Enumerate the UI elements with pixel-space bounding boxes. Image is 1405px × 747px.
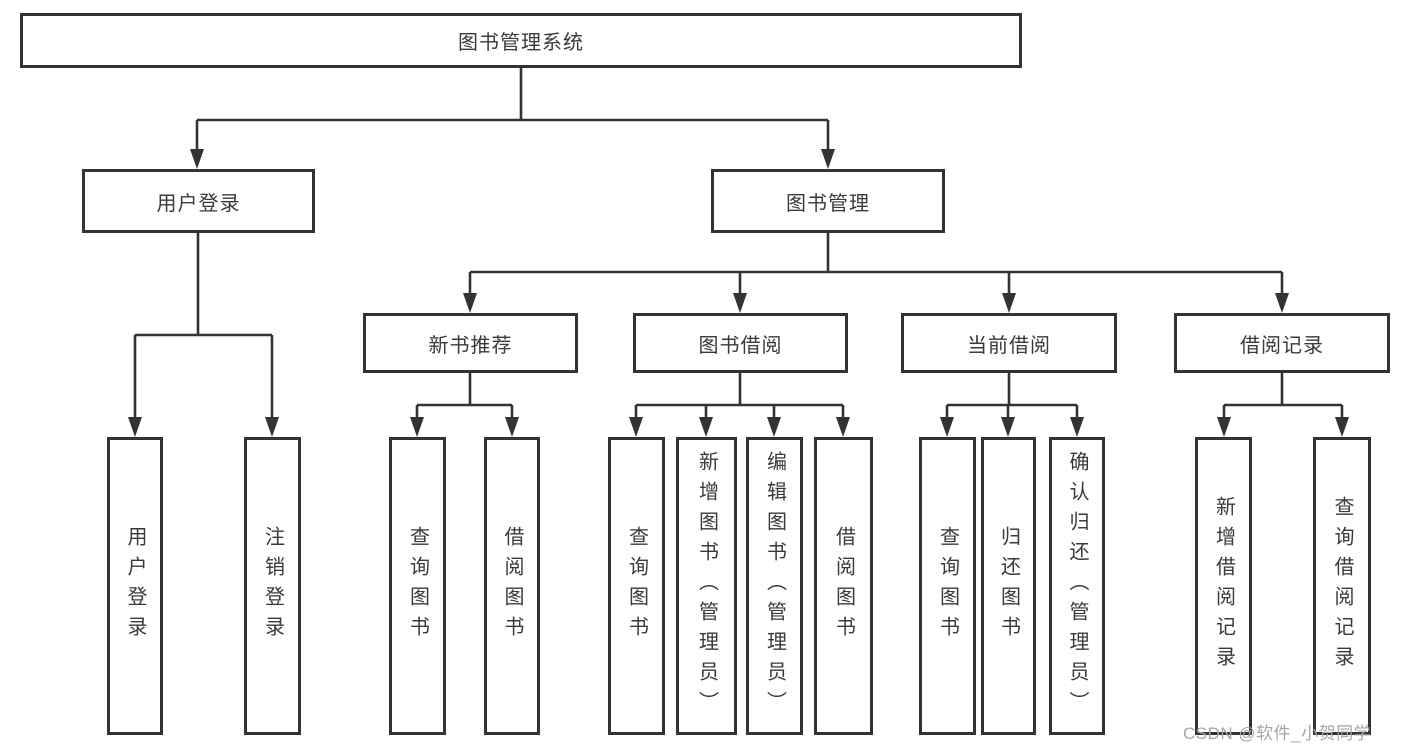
leaf-add-books-admin-label: 新增图书（管理员） xyxy=(695,451,718,721)
leaf-confirm-return-admin: 确认归还（管理员） xyxy=(1049,437,1105,735)
node-user-login-label: 用户登录 xyxy=(156,192,241,215)
node-book-management: 图书管理 xyxy=(711,169,945,233)
leaf-borrow-query-books: 查询图书 xyxy=(608,437,665,735)
node-book-borrow-label: 图书借阅 xyxy=(698,334,783,357)
leaf-borrow-query-books-label: 查询图书 xyxy=(625,526,648,646)
connector-recommend-to-leaves xyxy=(410,373,519,437)
leaf-user-login-label: 用户登录 xyxy=(124,526,146,646)
leaf-recommend-query-books-label: 查询图书 xyxy=(406,526,429,646)
leaf-query-borrow-record-label: 查询借阅记录 xyxy=(1331,496,1353,676)
node-root-system: 图书管理系统 xyxy=(20,13,1022,68)
leaf-return-books: 归还图书 xyxy=(981,437,1036,735)
leaf-user-login: 用户登录 xyxy=(107,437,163,735)
node-new-book-recommend-label: 新书推荐 xyxy=(428,334,513,357)
leaf-logout-label: 注销登录 xyxy=(261,526,284,646)
node-borrow-records-label: 借阅记录 xyxy=(1240,334,1324,357)
leaf-current-query-books: 查询图书 xyxy=(919,437,976,735)
leaf-recommend-borrow-books-label: 借阅图书 xyxy=(501,526,523,646)
leaf-edit-books-admin: 编辑图书（管理员） xyxy=(746,437,803,735)
leaf-edit-books-admin-label: 编辑图书（管理员） xyxy=(763,451,786,721)
node-current-borrow-label: 当前借阅 xyxy=(967,334,1051,357)
leaf-borrow-books: 借阅图书 xyxy=(814,437,873,735)
leaf-recommend-borrow-books: 借阅图书 xyxy=(484,437,540,735)
node-user-login: 用户登录 xyxy=(82,169,315,233)
node-root-system-label: 图书管理系统 xyxy=(458,32,584,54)
leaf-query-borrow-record: 查询借阅记录 xyxy=(1313,437,1371,735)
leaf-recommend-query-books: 查询图书 xyxy=(389,437,446,735)
connector-management-to-groups xyxy=(463,233,1289,313)
leaf-current-query-books-label: 查询图书 xyxy=(936,526,959,646)
connector-records-to-leaves xyxy=(1217,373,1349,437)
node-new-book-recommend: 新书推荐 xyxy=(363,313,578,373)
leaf-borrow-books-label: 借阅图书 xyxy=(832,526,855,646)
leaf-add-books-admin: 新增图书（管理员） xyxy=(676,437,737,735)
connector-borrow-to-leaves xyxy=(629,373,850,437)
node-current-borrow: 当前借阅 xyxy=(901,313,1117,373)
node-book-management-label: 图书管理 xyxy=(786,192,870,215)
leaf-return-books-label: 归还图书 xyxy=(997,526,1020,646)
node-borrow-records: 借阅记录 xyxy=(1174,313,1390,373)
node-book-borrow: 图书借阅 xyxy=(633,313,848,373)
connector-root-to-branches xyxy=(190,68,835,169)
leaf-add-borrow-record-label: 新增借阅记录 xyxy=(1212,496,1235,676)
csdn-watermark: CSDN @软件_小贺同学 xyxy=(1183,724,1372,743)
leaf-add-borrow-record: 新增借阅记录 xyxy=(1195,437,1252,735)
leaf-confirm-return-admin-label: 确认归还（管理员） xyxy=(1066,451,1088,721)
connector-current-to-leaves xyxy=(940,373,1084,437)
connector-login-to-leaves xyxy=(128,233,279,437)
leaf-logout: 注销登录 xyxy=(244,437,301,735)
